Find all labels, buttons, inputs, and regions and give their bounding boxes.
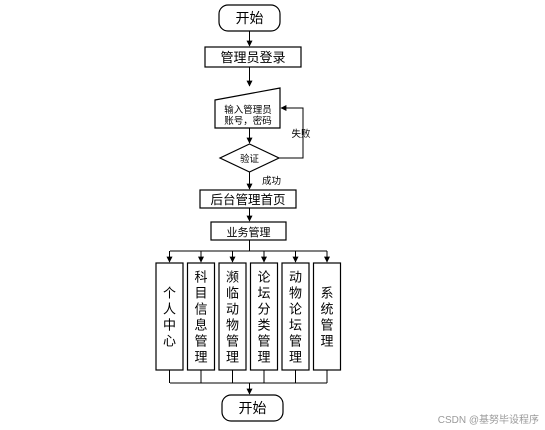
input-label-line1: 输入管理员: [224, 104, 272, 116]
admin-login-node: 管理员登录: [204, 46, 302, 68]
module-node: 科目信息管理: [186, 251, 216, 383]
module-label: 个人中心: [163, 287, 176, 350]
input-credentials-node: 输入管理员 账号，密码: [214, 87, 281, 129]
verify-decision-node: 验证: [218, 143, 281, 173]
fail-loop-connector: [279, 105, 304, 159]
input-label-line2: 账号，密码: [224, 115, 272, 127]
fail-label: 失败: [291, 128, 311, 140]
module-node: 论坛分类管理: [249, 251, 279, 383]
success-label: 成功: [262, 175, 281, 187]
module-box: [312, 262, 342, 371]
module-label: 濒临动物管理: [226, 271, 239, 366]
end-label: 开始: [239, 401, 267, 417]
admin-home-node: 后台管理首页: [199, 189, 297, 209]
start-label: 开始: [236, 11, 264, 27]
module-box: [155, 262, 184, 371]
module-box: [249, 262, 279, 371]
module-label: 系统管理: [320, 287, 333, 350]
start-node: 开始: [218, 4, 281, 32]
verify-label: 验证: [240, 153, 260, 165]
module-label: 论坛分类管理: [257, 271, 270, 366]
business-node: 业务管理: [210, 221, 287, 241]
module-node: 动物论坛管理: [281, 251, 310, 383]
module-label: 动物论坛管理: [289, 271, 302, 366]
module-label: 科目信息管理: [194, 271, 207, 366]
module-node: 系统管理: [312, 251, 342, 383]
modules-group: 个人中心 科目信息管理 濒临动物管理 论坛分类管理 动物论坛管理 系统管理: [155, 251, 342, 383]
admin-home-label: 后台管理首页: [210, 192, 285, 207]
business-label: 业务管理: [227, 225, 271, 239]
module-node: 濒临动物管理: [218, 251, 247, 383]
admin-login-label: 管理员登录: [220, 51, 285, 66]
module-box: [186, 262, 216, 371]
module-node: 个人中心: [155, 251, 184, 383]
end-node: 开始: [221, 394, 284, 422]
watermark: CSDN @基努毕设程序: [437, 415, 539, 426]
